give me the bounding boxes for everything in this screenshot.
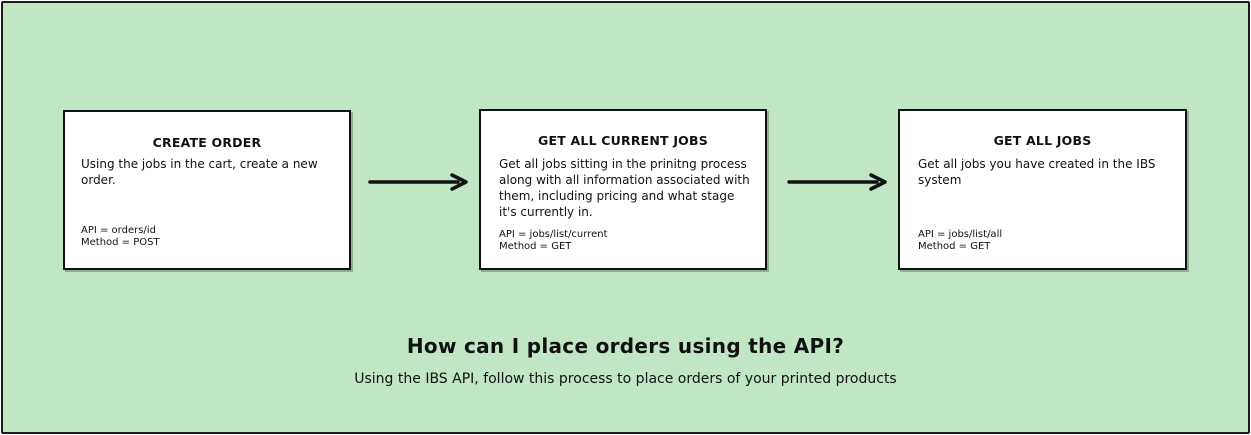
step-card-create-order: CREATE ORDER Using the jobs in the cart,…: [63, 110, 351, 270]
step-description: Get all jobs sitting in the prinitng pro…: [499, 157, 750, 219]
diagram-heading: How can I place orders using the API?: [406, 334, 845, 358]
step-title: GET ALL CURRENT JOBS: [538, 133, 708, 148]
step-api: API = orders/id: [81, 225, 156, 236]
step-api: API = jobs/list/current: [499, 229, 608, 240]
step-method: Method = GET: [918, 241, 991, 252]
step-description: Using the jobs in the cart, create a new…: [81, 157, 318, 187]
step-method: Method = POST: [81, 237, 160, 248]
step-description: Get all jobs you have created in the IBS…: [918, 157, 1156, 187]
step-card-get-all-current-jobs: GET ALL CURRENT JOBS Get all jobs sittin…: [479, 109, 767, 270]
diagram-subheading: Using the IBS API, follow this process t…: [354, 371, 897, 387]
step-title: GET ALL JOBS: [993, 133, 1092, 148]
step-card-get-all-jobs: GET ALL JOBS Get all jobs you have creat…: [898, 109, 1187, 270]
step-method: Method = GET: [499, 241, 572, 252]
flow-arrow-2: [787, 173, 887, 191]
step-api: API = jobs/list/all: [918, 229, 1003, 240]
flow-arrow-1: [368, 173, 468, 191]
step-title: CREATE ORDER: [152, 135, 262, 150]
